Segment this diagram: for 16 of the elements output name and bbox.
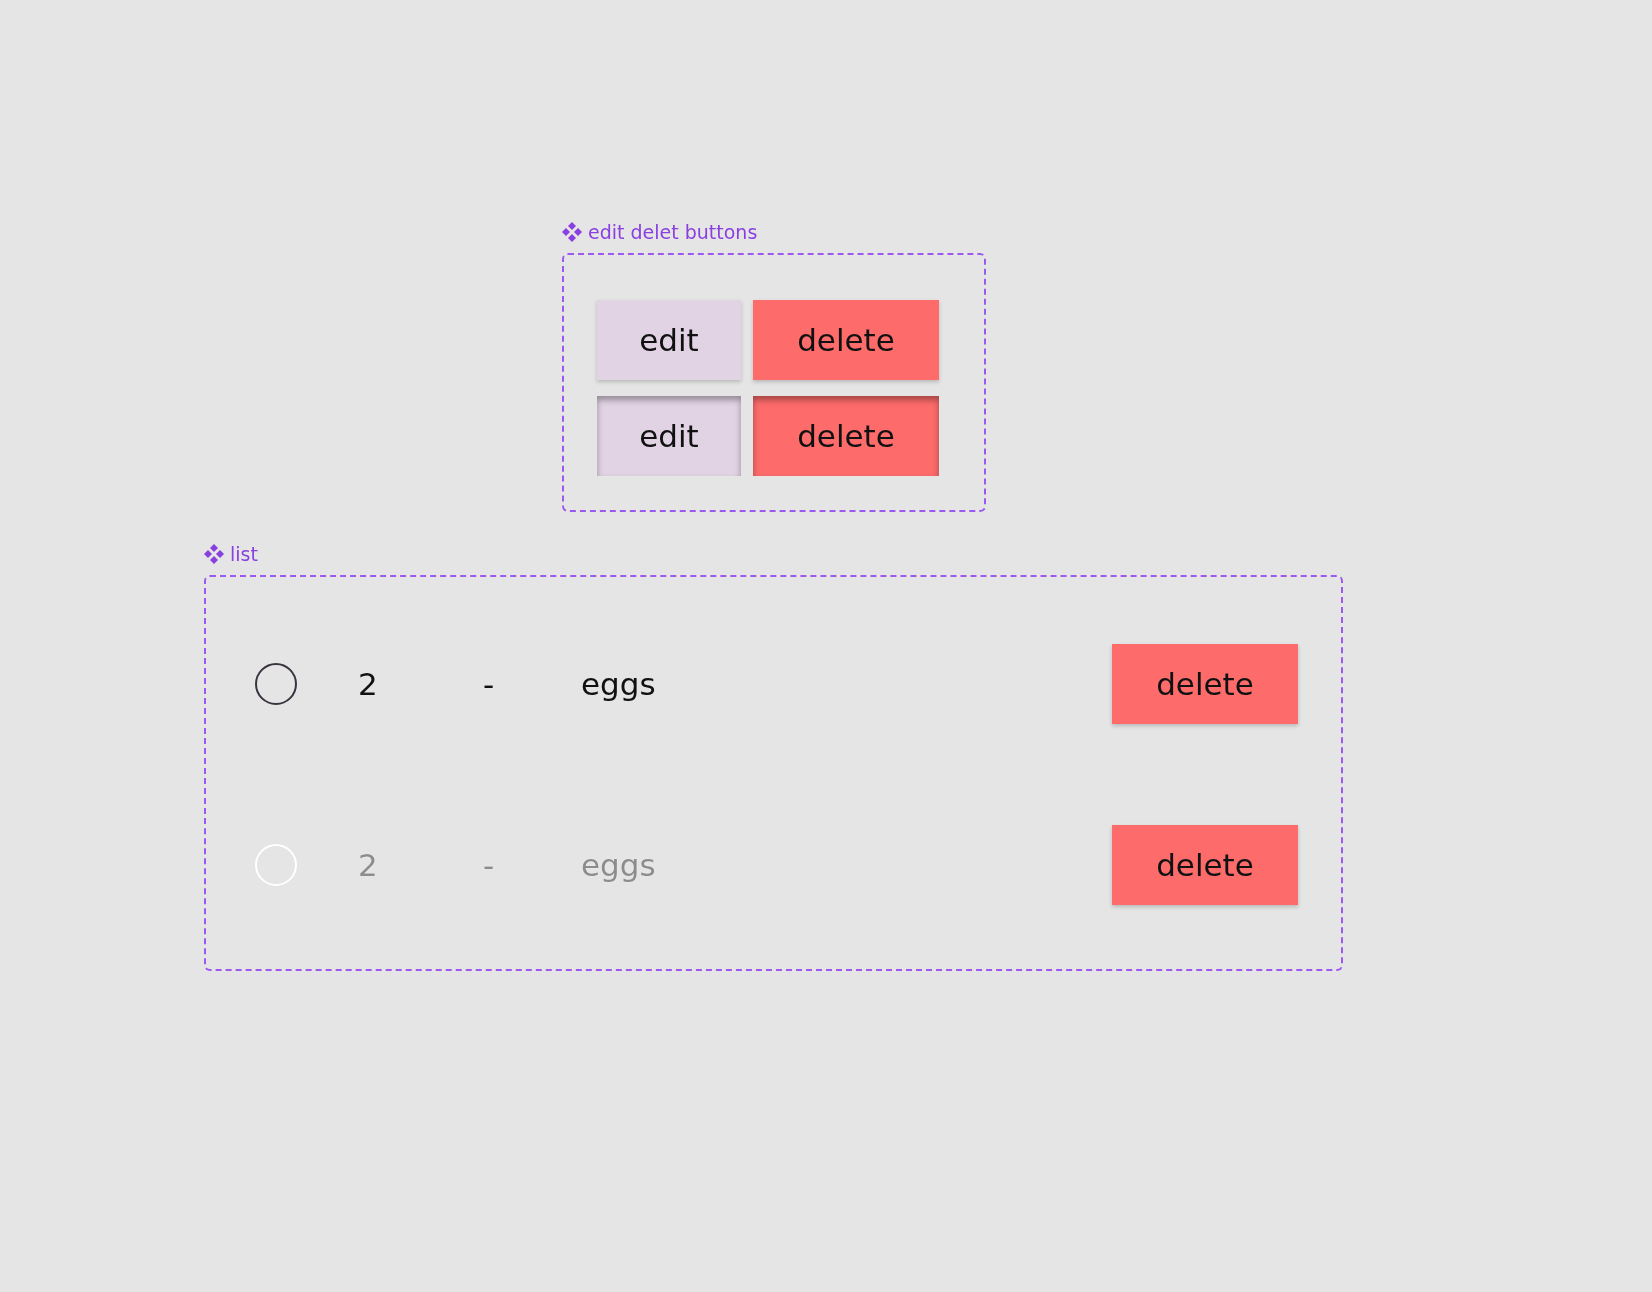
delete-button: delete (1112, 825, 1298, 905)
radio-circle (255, 663, 297, 705)
list-text: - (483, 669, 495, 700)
list-text: eggs (581, 669, 656, 700)
delete-button: delete (1112, 644, 1298, 724)
delete-button: delete (753, 396, 939, 476)
radio-circle (255, 844, 297, 886)
frame-title: edit delet buttons (588, 221, 758, 243)
list-text: - (483, 850, 495, 881)
list-text: 2 (358, 669, 378, 700)
frame-title: list (230, 543, 258, 565)
edit-button: edit (597, 300, 741, 380)
list-text: eggs (581, 850, 656, 881)
list-text: 2 (358, 850, 378, 881)
edit-button: edit (597, 396, 741, 476)
delete-button: delete (753, 300, 939, 380)
